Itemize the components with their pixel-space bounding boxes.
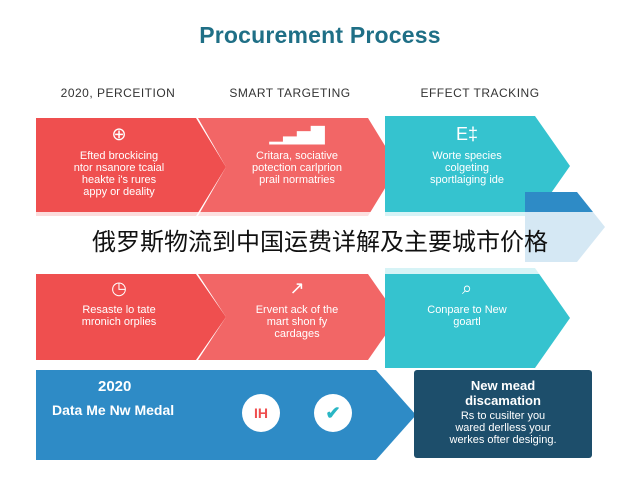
row1-card-1-line: heakte i's rures [81, 174, 157, 186]
row1-card-1-line: ntor nsanore tcaial [73, 162, 165, 174]
trend-line-icon: ↗ [289, 278, 305, 298]
ih-badge-label: IH [254, 405, 268, 421]
column-header-effect-tracking: EFFECT TRACKING [420, 86, 540, 100]
row2-red-arrow-left [36, 274, 226, 360]
bottom-card-body-line: Rs to cusilter you [460, 410, 546, 422]
plus-minus-icon: E‡ [455, 124, 479, 144]
row1-card-2: ▁▃▅▇ Critara, sociative potection carlpr… [222, 124, 372, 186]
check-glyph: ✔ [325, 402, 341, 423]
row2-teal-arrow [385, 268, 570, 368]
bottom-title: Data Me Nw Medal [52, 402, 175, 418]
ih-badge: IH [242, 394, 280, 432]
row2-card-1-line: Resaste lo tate [82, 304, 156, 316]
row1-card-1: ⊕ Efted brockicing ntor nsanore tcaial h… [44, 124, 194, 198]
bottom-card-heading-1: New mead [470, 378, 536, 393]
bottom-year: 2020 [98, 378, 132, 395]
column-header-smart-targeting: SMART TARGETING [229, 86, 351, 100]
check-icon: ✔ [314, 394, 352, 432]
row2-card-3: ⌕ Conpare to New goartl [392, 278, 542, 328]
search-icon: ⌕ [461, 278, 473, 298]
bottom-card-heading-2: discamation [465, 393, 541, 408]
row1-card-3-line: colgeting [444, 162, 490, 174]
bottom-blue-banner [36, 370, 416, 460]
globe-icon: ⊕ [111, 124, 127, 144]
row2-card-3-line: goartl [453, 316, 481, 328]
row1-card-1-line: Efted brockicing [79, 150, 159, 162]
row2-card-3-line: Conpare to New [427, 304, 507, 316]
row1-card-2-line: Critara, sociative [256, 150, 338, 162]
row1-card-2-line: potection carlprion [252, 162, 342, 174]
bottom-navy-card [414, 370, 592, 458]
row1-red-arrow-left [36, 118, 226, 216]
overlay-band [0, 212, 640, 274]
row2-card-1: ◷ Resaste lo tate mronich orplies [44, 278, 194, 328]
clock-icon: ◷ [111, 278, 127, 298]
row1-card-1-line: appy or deality [83, 186, 155, 198]
row1-teal-arrow [385, 116, 570, 216]
bottom-card-body-line: werkes ofter desiging. [449, 434, 557, 446]
bottom-card-body-line: wared derlless your [455, 422, 551, 434]
bar-chart-icon: ▁▃▅▇ [269, 124, 325, 144]
row1-card-2-line: prail normatries [259, 174, 335, 186]
column-header-perception: 2020, PERCEITION [60, 86, 176, 100]
row1-card-3-line: sportlaiging ide [430, 174, 504, 186]
row2-red-arrow-middle [198, 274, 398, 360]
row1-red-arrow-middle [198, 118, 398, 216]
overlay-caption: 俄罗斯物流到中国运费详解及主要城市价格 [92, 228, 548, 256]
row2-card-2: ↗ Ervent ack of the mart shon fy cardage… [222, 278, 372, 340]
row1-card-3-line: Worte species [432, 150, 502, 162]
row2-card-1-line: mronich orplies [81, 316, 157, 328]
row2-card-2-line: mart shon fy [266, 316, 328, 328]
row2-card-2-line: cardages [274, 328, 320, 340]
row2-card-2-line: Ervent ack of the [255, 304, 339, 316]
row1-card-3: E‡ Worte species colgeting sportlaiging … [392, 124, 542, 186]
page-title: Procurement Process [199, 22, 441, 48]
